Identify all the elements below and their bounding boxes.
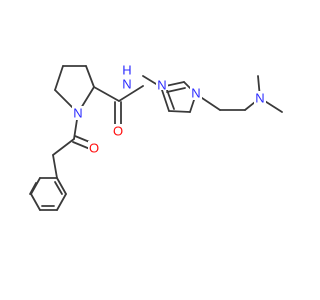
pyrazole-n1-atom: N [191,86,200,101]
bond [118,85,144,102]
bond [166,89,175,110]
acyl-o-atom: O [89,141,99,156]
amide-o-atom: O [113,124,123,139]
pyrazole-n2-label: N [156,76,168,93]
amide-n-atom: N [122,77,131,92]
bond [168,110,191,113]
amide-nh-label: H N [116,63,136,92]
pyrazole-n1-label: N [190,86,202,101]
atom-label-layer: H N N N N O O [72,63,266,156]
bond [56,177,67,195]
amide-oxygen-label: O [112,124,124,139]
amine-n-label: N [254,91,266,106]
molecule-structure: H N N N N O O [29,63,283,211]
bond [52,154,58,179]
pyrazole-n2-atom: N [157,78,166,93]
bond [72,141,91,150]
amine-n-atom: N [255,91,264,106]
amide-h-atom: H [122,63,131,78]
bond [85,65,95,88]
acyl-oxygen-label: O [88,141,100,156]
pyrrolidine-n-atom: N [73,106,82,121]
bond [166,87,186,93]
bond [52,138,75,156]
molecule-canvas: H N N N N O O [29,63,283,211]
bond [56,193,67,211]
bond [54,65,64,91]
bond [30,177,41,195]
bond [160,86,170,112]
bond [29,182,37,195]
bond [30,193,41,211]
pyrrolidine-n-label: N [72,106,84,121]
bond [93,86,120,102]
bond [54,181,63,195]
